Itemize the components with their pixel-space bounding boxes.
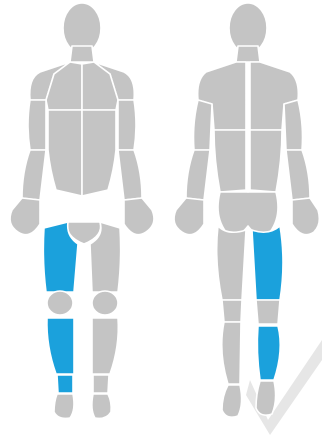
front-forearm-right[interactable] [22,150,46,200]
back-hand-right[interactable] [174,198,204,235]
back-heel-left[interactable] [222,385,242,417]
front-foot-right[interactable] [54,394,74,418]
front-forearm-left[interactable] [118,150,142,200]
back-knee-left[interactable] [222,300,242,322]
front-figure [10,3,154,418]
back-thigh-right[interactable] [252,226,283,300]
back-hand-left[interactable] [292,198,319,235]
front-shin-left[interactable] [92,318,118,374]
back-calf-right[interactable] [257,326,280,380]
back-heel-right[interactable] [256,381,276,415]
front-neck[interactable] [70,46,94,62]
front-abdomen-right[interactable] [48,110,82,196]
back-neck[interactable] [236,46,260,62]
front-hand-right[interactable] [10,198,40,235]
back-upper-arm-left[interactable] [284,100,303,150]
back-buttocks[interactable] [218,192,278,235]
front-shin-right[interactable] [47,318,74,374]
front-knee-right[interactable] [47,291,73,315]
front-ankle-right[interactable] [57,375,73,393]
back-knee-right[interactable] [256,300,280,324]
front-upper-arm-right[interactable] [28,100,46,150]
front-foot-left[interactable] [92,394,111,418]
back-lower-back-right[interactable] [214,130,246,192]
back-calf-left[interactable] [222,322,241,384]
front-abdomen-left[interactable] [82,110,116,196]
front-ankle-left[interactable] [93,375,109,393]
back-lower-back-left[interactable] [250,130,282,192]
back-forearm-left[interactable] [286,150,310,200]
back-figure [174,3,319,417]
front-hand-left[interactable] [124,198,154,235]
front-knee-left[interactable] [92,291,118,315]
front-upper-arm-left[interactable] [118,100,136,150]
back-upper-arm-right[interactable] [194,100,213,150]
back-forearm-right[interactable] [186,150,210,200]
back-thigh-left[interactable] [217,226,246,300]
